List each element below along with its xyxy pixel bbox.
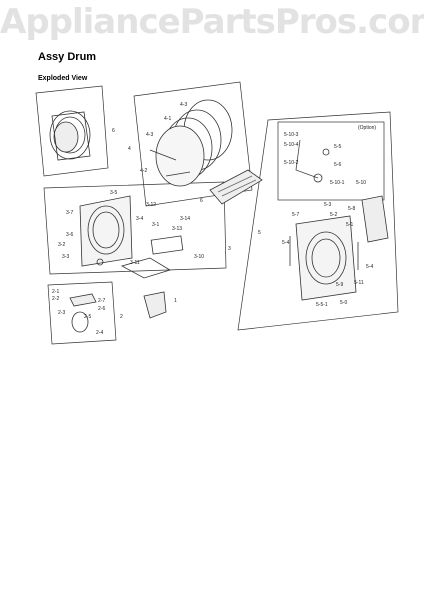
lint-filter-part <box>209 169 263 205</box>
callout-label: 5-10-2 <box>284 160 299 166</box>
callout-label: 3-13 <box>172 226 182 232</box>
callout-label: 5 <box>258 230 261 236</box>
callout-label: 4 <box>128 146 131 152</box>
callout-label: 2-1 <box>52 289 59 295</box>
callout-label: 3-5 <box>110 190 117 196</box>
callout-label: 3-14 <box>180 216 190 222</box>
callout-label: 5-10-1 <box>330 180 345 186</box>
option-box <box>277 121 385 201</box>
callout-label: 4-1 <box>164 116 171 122</box>
callout-label: 5-0 <box>340 300 347 306</box>
group-box-4 <box>133 81 253 207</box>
callout-label: 2-5 <box>84 314 91 320</box>
callout-label: 1 <box>174 298 177 304</box>
callout-label: 5-2 <box>330 212 337 218</box>
callout-label: 4-2 <box>140 168 147 174</box>
callout-label: 5-10 <box>356 180 366 186</box>
callout-label: 5-5 <box>334 144 341 150</box>
callout-label: 3-10 <box>194 254 204 260</box>
callout-label: 4-3 <box>180 102 187 108</box>
callout-label: 5-4 <box>366 264 373 270</box>
callout-labels: 6 4 4-3 4-1 4-3 4-2 6 3-5 3-7 3-6 3-2 3-… <box>52 102 376 336</box>
callout-label: 6 <box>112 128 115 134</box>
callout-label: 5-10-3 <box>284 132 299 138</box>
callout-label: 5-11 <box>354 280 364 286</box>
callout-label: 5-5-1 <box>316 302 328 308</box>
callout-label: 2-3 <box>58 310 65 316</box>
callout-label: 2 <box>120 314 123 320</box>
callout-label: 3-7 <box>66 210 73 216</box>
callout-label: 3-4 <box>136 216 143 222</box>
callout-label: 5-3 <box>324 202 331 208</box>
drum-part <box>149 99 233 187</box>
callout-label: 3 <box>228 246 231 252</box>
callout-label: 5-8 <box>348 206 355 212</box>
callout-label: 5-6 <box>334 162 341 168</box>
group-box-2 <box>47 281 117 345</box>
callout-label: 5-10-4 <box>284 142 299 148</box>
callout-label: 2-2 <box>52 296 59 302</box>
callout-label: 3-12 <box>146 202 156 208</box>
callout-label: 5-1 <box>346 222 353 228</box>
callout-label: 6 <box>200 198 203 204</box>
callout-label: 2-6 <box>98 306 105 312</box>
door-window-part <box>49 110 91 161</box>
callout-label: 4-3 <box>146 132 153 138</box>
option-label: (Option) <box>358 125 376 131</box>
group-box-5 <box>237 111 399 331</box>
door-lock-part <box>69 291 167 333</box>
callout-label: 3-3 <box>62 254 69 260</box>
callout-label: 5-9 <box>336 282 343 288</box>
callout-label: 3-6 <box>66 232 73 238</box>
callout-label: 3-1 <box>152 222 159 228</box>
callout-label: 3-2 <box>58 242 65 248</box>
callout-label: 2-4 <box>96 330 103 336</box>
watermark: AppliancePartsPros.com <box>0 2 424 42</box>
diagram-subtitle: Exploded View <box>38 75 88 82</box>
group-box-3 <box>43 181 227 275</box>
front-frame-part <box>79 195 184 279</box>
callout-label: 5-4 <box>282 240 289 246</box>
rear-assy-part <box>289 139 389 301</box>
page-title: Assy Drum <box>38 51 97 63</box>
callout-label: 2-7 <box>98 298 105 304</box>
callout-label: 5-7 <box>292 212 299 218</box>
callout-label: 3-11 <box>130 260 140 266</box>
group-box-6 <box>35 85 109 177</box>
